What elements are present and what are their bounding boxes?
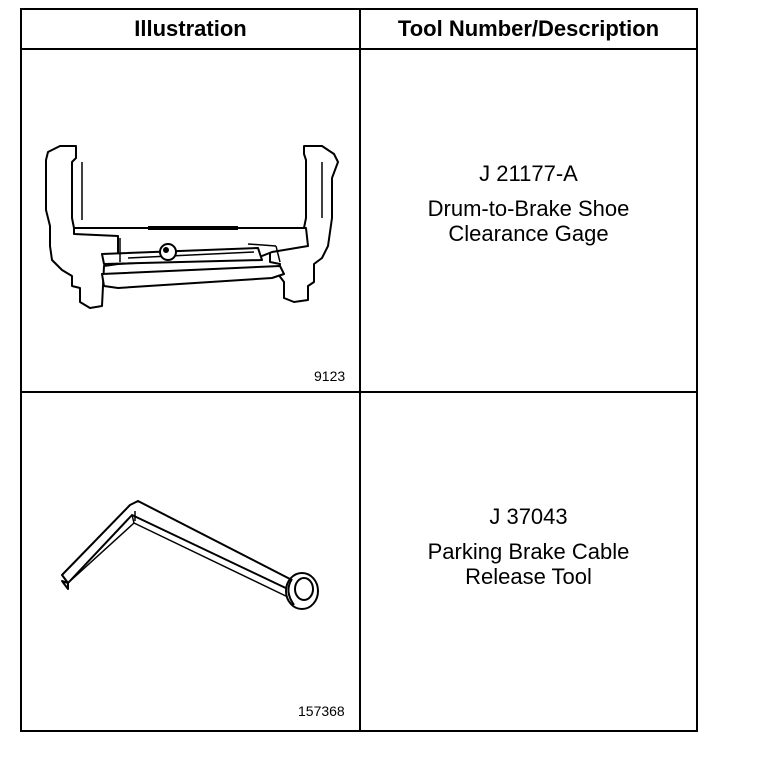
figure-number: 9123 bbox=[314, 368, 346, 384]
parking-brake-release-tool-icon bbox=[61, 500, 319, 610]
header-tool-description: Tool Number/Description bbox=[397, 16, 660, 41]
column-divider bbox=[359, 10, 361, 730]
row2-illustration-cell: 157368 bbox=[22, 393, 359, 730]
tool-description-line2: Clearance Gage bbox=[448, 221, 609, 246]
tool-number: J 37043 bbox=[489, 504, 568, 529]
header-divider bbox=[22, 48, 696, 50]
header-illustration: Illustration bbox=[134, 16, 247, 41]
tool-description-line1: Drum-to-Brake Shoe bbox=[427, 196, 630, 221]
row1-description-cell: J 21177-A Drum-to-Brake Shoe Clearance G… bbox=[361, 50, 696, 391]
tool-number: J 21177-A bbox=[479, 161, 578, 186]
figure-number: 157368 bbox=[298, 703, 345, 719]
tool-description-line1: Parking Brake Cable bbox=[427, 539, 630, 564]
row-divider bbox=[22, 391, 696, 393]
row1-illustration-cell: 9123 bbox=[22, 50, 359, 391]
tool-description-line2: Release Tool bbox=[465, 564, 592, 589]
brake-shoe-clearance-gage-icon bbox=[45, 145, 339, 309]
row2-description-cell: J 37043 Parking Brake Cable Release Tool bbox=[361, 393, 696, 730]
special-tools-table: Illustration Tool Number/Description bbox=[20, 8, 698, 732]
